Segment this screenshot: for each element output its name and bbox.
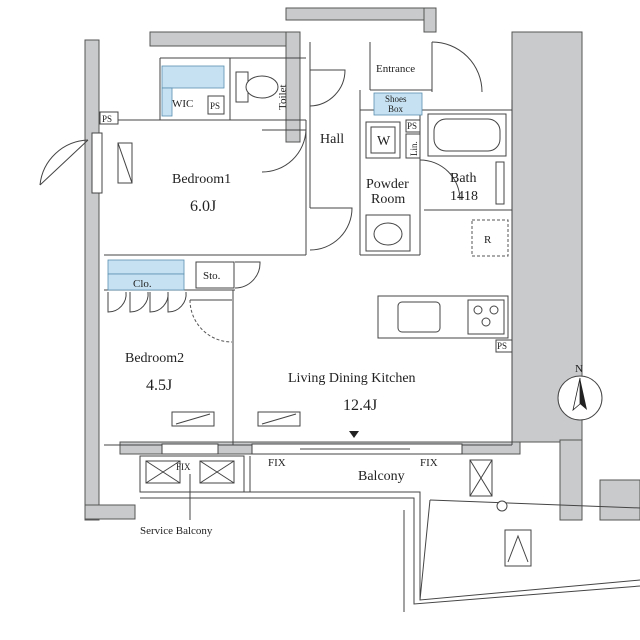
- storage-label: Sto.: [203, 270, 221, 282]
- wic-shelf-side: [161, 87, 173, 117]
- toilet-label: Toilet: [277, 84, 289, 110]
- bath-line1: Bath: [450, 171, 476, 186]
- compass-north-label: N: [575, 363, 583, 375]
- ps-box-wic: [207, 95, 225, 115]
- shoes-box-line2: Box: [388, 104, 404, 114]
- ps-box-powder: [405, 119, 421, 133]
- linen-label: Lin.: [409, 141, 419, 156]
- ps-box-kitchen: [495, 339, 513, 353]
- ps-label-wic: PS: [210, 101, 220, 111]
- service-balcony-label: Service Balcony: [140, 525, 213, 537]
- main-entry-marker-icon: [349, 431, 359, 438]
- doors: [39, 41, 483, 343]
- closet-box: [107, 273, 185, 291]
- bedroom1-name: Bedroom1: [172, 172, 231, 187]
- service-balcony-fix-label: FIX: [176, 462, 191, 472]
- compass-icon: [557, 375, 603, 421]
- bedroom2-size: 4.5J: [146, 377, 172, 394]
- linen-closet: [405, 133, 421, 159]
- closet-shelf: [107, 259, 185, 275]
- wic-shelf-top: [161, 65, 225, 89]
- storage-box: [195, 261, 235, 289]
- entrance-label: Entrance: [376, 63, 415, 75]
- ps-box-bedroom1: [99, 111, 119, 125]
- wic-label: WIC: [172, 98, 193, 110]
- ldk-name: Living Dining Kitchen: [288, 371, 416, 386]
- west-window: [91, 132, 103, 194]
- bath-shelf: [495, 161, 505, 205]
- bathtub: [427, 113, 507, 157]
- bedroom2-name: Bedroom2: [125, 351, 184, 366]
- balcony-label: Balcony: [358, 469, 405, 484]
- shoes-box-line1: Shoes: [385, 94, 407, 104]
- ps-label-kitchen: PS: [497, 341, 507, 351]
- kitchen-counter: [377, 295, 509, 339]
- ps-label-powder: PS: [407, 121, 417, 131]
- refrigerator-label: R: [484, 234, 492, 246]
- ps-label-bedroom1: PS: [102, 114, 112, 124]
- toilet-fixture: [235, 71, 279, 103]
- service-balcony-area: [139, 455, 245, 520]
- balcony-fix-left: FIX: [268, 457, 286, 469]
- powder-room-line1: Powder: [366, 177, 409, 192]
- ldk-size: 12.4J: [343, 397, 377, 414]
- hall-label: Hall: [320, 132, 344, 147]
- shoes-box: [373, 92, 423, 116]
- powder-room-line2: Room: [371, 192, 405, 207]
- bedroom2-window: [161, 443, 219, 455]
- bath-line2: 1418: [450, 189, 478, 204]
- balcony-fix-right: FIX: [420, 457, 438, 469]
- closet-label: Clo.: [133, 278, 152, 290]
- refrigerator-space: [471, 219, 509, 257]
- balcony-area: [140, 456, 640, 612]
- washer-label: W: [377, 134, 391, 149]
- bedroom1-size: 6.0J: [190, 198, 216, 215]
- stove-burners: [473, 305, 499, 327]
